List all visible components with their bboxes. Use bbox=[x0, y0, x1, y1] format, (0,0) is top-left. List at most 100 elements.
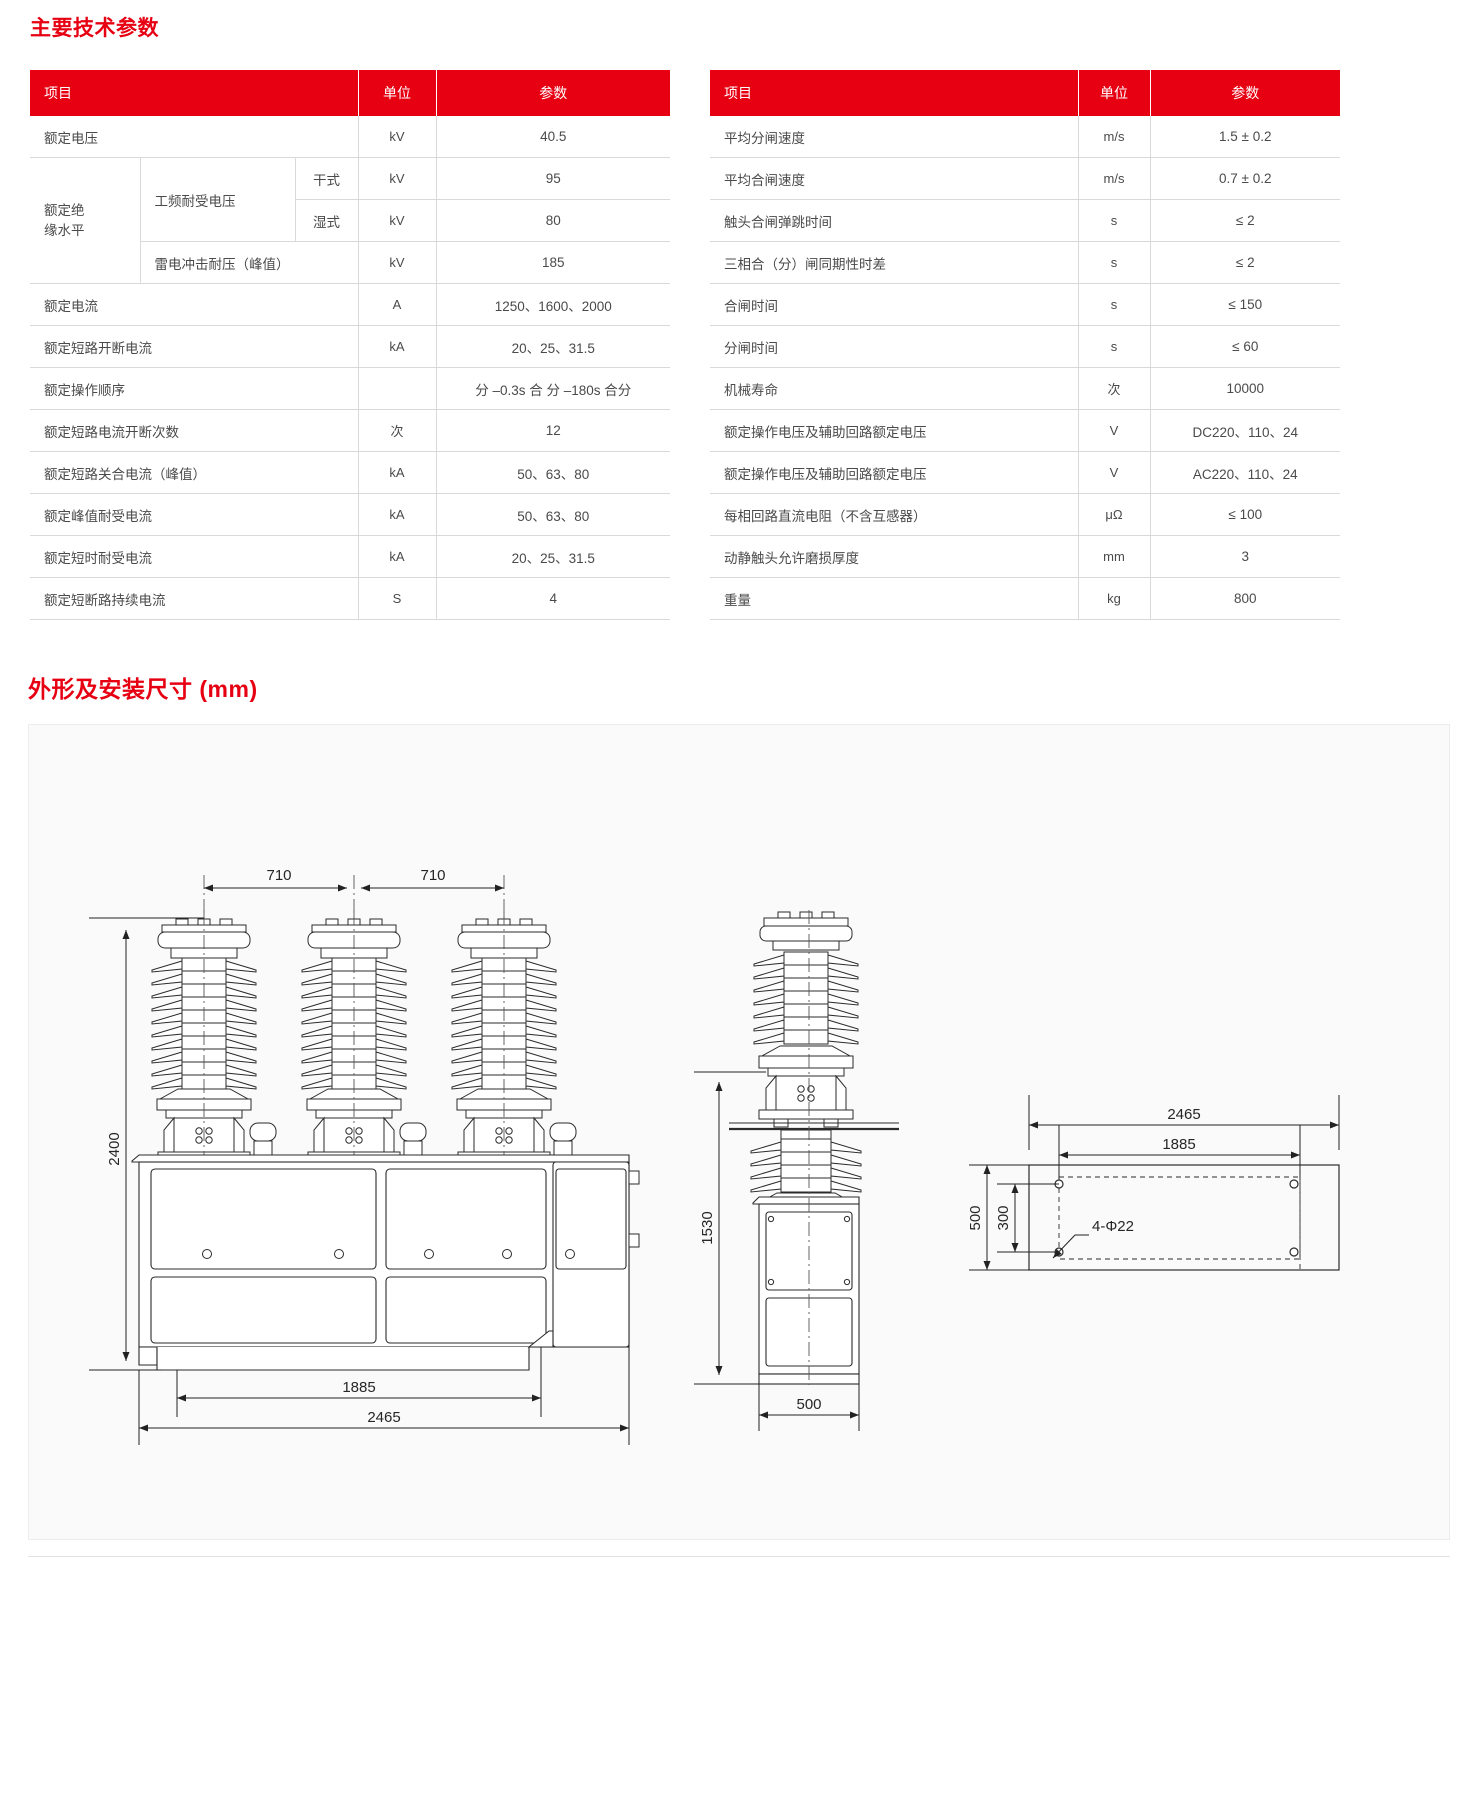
dim-pole-pitch-2: 710 bbox=[420, 867, 445, 884]
plan-outer-depth-dim bbox=[969, 1164, 1029, 1271]
row-label: 合闸时间 bbox=[710, 283, 1079, 326]
row-value: 185 bbox=[436, 241, 671, 284]
row-label: 触头合闸弹跳时间 bbox=[710, 199, 1079, 242]
table-row: 额定操作电压及辅助回路额定电压 V DC220、110、24 bbox=[710, 409, 1341, 452]
row-unit: 次 bbox=[1077, 367, 1151, 410]
row-unit: S bbox=[357, 577, 437, 620]
row-value: DC220、110、24 bbox=[1150, 409, 1341, 452]
row-label: 分闸时间 bbox=[710, 325, 1079, 368]
spec-tables-container: 项目 单位 参数 额定电压 kV 40.5 额定绝 缘水平 工频耐受电压 bbox=[0, 70, 1478, 620]
table-row: 额定操作顺序 分 –0.3s 合 分 –180s 合分 bbox=[30, 367, 671, 410]
row-sublabel-2: 干式 bbox=[295, 157, 359, 200]
front-view: 710 710 bbox=[89, 867, 640, 1445]
front-view-cabinet bbox=[131, 1154, 630, 1348]
row-unit bbox=[357, 367, 437, 410]
row-group-label: 额定绝 缘水平 bbox=[30, 157, 141, 284]
row-value: 50、63、80 bbox=[436, 493, 671, 536]
row-unit: kA bbox=[357, 493, 437, 536]
table-row: 每相回路直流电阻（不含互感器） μΩ ≤ 100 bbox=[710, 493, 1341, 536]
front-view-outer-width-dim bbox=[138, 1347, 630, 1445]
table-row: 额定短路开断电流 kA 20、25、31.5 bbox=[30, 325, 671, 368]
row-unit: s bbox=[1077, 325, 1151, 368]
row-label: 额定短路电流开断次数 bbox=[30, 409, 359, 452]
row-unit: kg bbox=[1077, 577, 1151, 620]
plan-hole-span-length-dim bbox=[1058, 1125, 1301, 1180]
row-value: 3 bbox=[1150, 535, 1341, 578]
row-label: 平均合闸速度 bbox=[710, 157, 1079, 200]
plan-footprint bbox=[1028, 1164, 1340, 1271]
row-sublabel-2: 湿式 bbox=[295, 199, 359, 242]
row-unit: m/s bbox=[1077, 116, 1151, 158]
front-view-skirt bbox=[138, 1330, 554, 1371]
row-value: ≤ 100 bbox=[1150, 493, 1341, 536]
side-view: 1530 500 bbox=[694, 910, 899, 1431]
group-label-line1: 额定绝 bbox=[44, 202, 85, 218]
side-view-mechanism-box bbox=[758, 1074, 854, 1128]
table-row: 额定电压 kV 40.5 bbox=[30, 116, 671, 158]
table-row: 合闸时间 s ≤ 150 bbox=[710, 283, 1341, 326]
row-value: 40.5 bbox=[436, 116, 671, 158]
front-view-height-dim bbox=[89, 917, 204, 1371]
dim-side-height: 1530 bbox=[699, 1211, 716, 1244]
right-spec-table: 项目 单位 参数 平均分闸速度 m/s 1.5 ± 0.2 平均合闸速度 m/s… bbox=[710, 70, 1341, 620]
plan-outer-length-dim bbox=[1028, 1095, 1340, 1150]
group-label-line2: 缘水平 bbox=[44, 222, 85, 238]
dimension-drawing-panel: 710 710 bbox=[28, 724, 1450, 1540]
row-unit: A bbox=[357, 283, 437, 326]
row-unit: 次 bbox=[357, 409, 437, 452]
left-header-param: 参数 bbox=[436, 70, 671, 116]
table-row: 三相合（分）闸同期性时差 s ≤ 2 bbox=[710, 241, 1341, 284]
side-view-height-dim bbox=[694, 1071, 766, 1385]
left-header-unit: 单位 bbox=[358, 70, 437, 116]
row-unit: V bbox=[1077, 451, 1151, 494]
page-title-specs: 主要技术参数 bbox=[30, 17, 159, 40]
dim-overall-height: 2400 bbox=[106, 1132, 123, 1165]
page-title-dimensions: 外形及安装尺寸 (mm) bbox=[28, 676, 258, 702]
row-label: 额定操作电压及辅助回路额定电压 bbox=[710, 451, 1079, 494]
row-unit: kV bbox=[357, 116, 437, 158]
table-row: 额定峰值耐受电流 kA 50、63、80 bbox=[30, 493, 671, 536]
row-value: 12 bbox=[436, 409, 671, 452]
table-row: 平均合闸速度 m/s 0.7 ± 0.2 bbox=[710, 157, 1341, 200]
left-table-header-row: 项目 单位 参数 bbox=[30, 70, 671, 116]
row-value: 80 bbox=[436, 199, 671, 242]
dim-side-depth: 500 bbox=[796, 1396, 821, 1413]
insulator-pole-a bbox=[151, 910, 277, 1170]
row-unit: kV bbox=[357, 199, 437, 242]
front-view-pole-pitch-dims bbox=[203, 875, 505, 921]
side-view-cabinet bbox=[752, 1196, 860, 1385]
row-value: ≤ 2 bbox=[1150, 241, 1341, 284]
side-view-upper-insulator bbox=[753, 951, 859, 1077]
row-value: 95 bbox=[436, 157, 671, 200]
front-view-cabinet-fasteners bbox=[202, 1249, 575, 1259]
row-unit: kA bbox=[357, 451, 437, 494]
dim-plan-hole-span-length: 1885 bbox=[1162, 1136, 1195, 1153]
row-value: 1250、1600、2000 bbox=[436, 283, 671, 326]
row-unit: μΩ bbox=[1077, 493, 1151, 536]
row-label: 每相回路直流电阻（不含互感器） bbox=[710, 493, 1079, 536]
row-value: 800 bbox=[1150, 577, 1341, 620]
row-value: 10000 bbox=[1150, 367, 1341, 410]
row-unit: m/s bbox=[1077, 157, 1151, 200]
row-label: 额定短路关合电流（峰值） bbox=[30, 451, 359, 494]
row-value: 4 bbox=[436, 577, 671, 620]
row-value: ≤ 150 bbox=[1150, 283, 1341, 326]
row-unit: mm bbox=[1077, 535, 1151, 578]
row-label: 额定短路开断电流 bbox=[30, 325, 359, 368]
table-row: 雷电冲击耐压（峰值） kV 185 bbox=[30, 241, 671, 284]
table-row: 分闸时间 s ≤ 60 bbox=[710, 325, 1341, 368]
table-row: 额定绝 缘水平 工频耐受电压 干式 kV 95 bbox=[30, 157, 671, 284]
insulator-pole-c bbox=[451, 910, 577, 1170]
dim-hole-callout: 4-Φ22 bbox=[1092, 1218, 1134, 1235]
table-row: 额定短断路持续电流 S 4 bbox=[30, 577, 671, 620]
table-row: 重量 kg 800 bbox=[710, 577, 1341, 620]
dim-plan-outer-length: 2465 bbox=[1167, 1106, 1200, 1123]
row-unit: s bbox=[1077, 283, 1151, 326]
row-unit: s bbox=[1077, 199, 1151, 242]
plan-hole-span-depth-dim bbox=[997, 1183, 1059, 1253]
row-value: 分 –0.3s 合 分 –180s 合分 bbox=[436, 367, 671, 410]
row-label: 额定峰值耐受电流 bbox=[30, 493, 359, 536]
table-row: 额定短路关合电流（峰值） kA 50、63、80 bbox=[30, 451, 671, 494]
row-label: 重量 bbox=[710, 577, 1079, 620]
